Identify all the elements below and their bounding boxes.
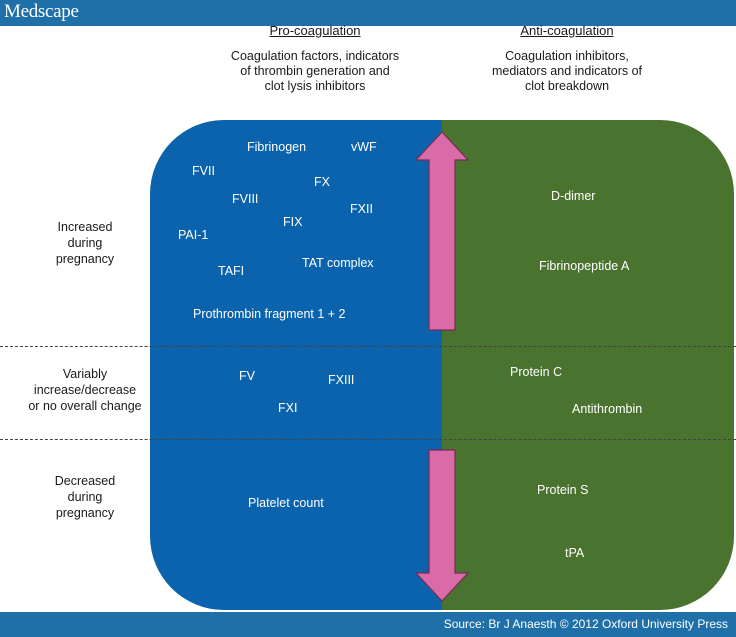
source-credit: Source: Br J Anaesth © 2012 Oxford Unive…: [443, 617, 728, 631]
pro-desc-line: Coagulation factors, indicators: [230, 49, 400, 63]
coagulation-panel: [150, 120, 734, 610]
pro-desc-line: of thrombin generation and: [240, 64, 390, 78]
pro-coagulation-description: Coagulation factors, indicators of throm…: [200, 49, 430, 94]
anti-desc-line: mediators and indicators of: [491, 64, 643, 78]
anti-coagulation-region: [442, 120, 734, 610]
row-label-variable: Variably increase/decrease or no overall…: [20, 366, 150, 414]
brand-logo: Medscape: [4, 1, 79, 22]
label-fxii: FXII: [350, 202, 373, 216]
label-fibrinopeptide-a: Fibrinopeptide A: [539, 259, 630, 273]
row-label-line: Increased: [57, 220, 113, 234]
label-antithrombin: Antithrombin: [572, 402, 643, 416]
label-fix: FIX: [283, 215, 303, 229]
anti-coagulation-description: Coagulation inhibitors, mediators and in…: [452, 49, 682, 94]
label-fx: FX: [314, 175, 330, 189]
row-label-line: during: [67, 490, 103, 504]
label-fxi: FXI: [278, 401, 298, 415]
pro-coagulation-title: Pro-coagulation: [269, 23, 361, 38]
row-divider: [0, 439, 736, 440]
label-fviii: FVIII: [232, 192, 259, 206]
row-label-line: during: [67, 236, 103, 250]
row-divider: [0, 346, 736, 347]
row-label-line: pregnancy: [55, 252, 115, 266]
label-fxiii: FXIII: [328, 373, 355, 387]
row-label-line: or no overall change: [28, 399, 142, 413]
footer-bar: Source: Br J Anaesth © 2012 Oxford Unive…: [0, 612, 736, 637]
header-bar: Medscape: [0, 0, 736, 26]
up-arrow-icon: [414, 131, 470, 331]
anti-desc-line: Coagulation inhibitors,: [505, 49, 629, 63]
anti-coagulation-header: Anti-coagulation Coagulation inhibitors,…: [452, 23, 682, 94]
row-label-decreased: Decreased during pregnancy: [30, 473, 140, 521]
label-tat-complex: TAT complex: [302, 256, 374, 270]
label-fv: FV: [239, 369, 255, 383]
label-protein-c: Protein C: [510, 365, 563, 379]
row-label-increased: Increased during pregnancy: [30, 219, 140, 267]
down-arrow-icon: [414, 449, 470, 602]
row-label-line: increase/decrease: [33, 383, 137, 397]
pro-coagulation-header: Pro-coagulation Coagulation factors, ind…: [200, 23, 430, 94]
pro-desc-line: clot lysis inhibitors: [264, 79, 366, 93]
label-tafi: TAFI: [218, 264, 245, 278]
row-label-line: Variably: [62, 367, 108, 381]
label-prothrombin-fragment: Prothrombin fragment 1 + 2: [193, 307, 346, 321]
label-vwf: vWF: [351, 140, 377, 154]
pro-coagulation-region: [150, 120, 442, 610]
label-d-dimer: D-dimer: [551, 189, 596, 203]
label-pai-1: PAI-1: [178, 228, 209, 242]
label-tpa: tPA: [565, 546, 585, 560]
label-protein-s: Protein S: [537, 483, 589, 497]
label-fvii: FVII: [192, 164, 215, 178]
row-label-line: Decreased: [54, 474, 116, 488]
label-fibrinogen: Fibrinogen: [247, 140, 307, 154]
label-platelet-count: Platelet count: [248, 496, 324, 510]
anti-desc-line: clot breakdown: [524, 79, 610, 93]
anti-coagulation-title: Anti-coagulation: [520, 23, 614, 38]
row-label-line: pregnancy: [55, 506, 115, 520]
